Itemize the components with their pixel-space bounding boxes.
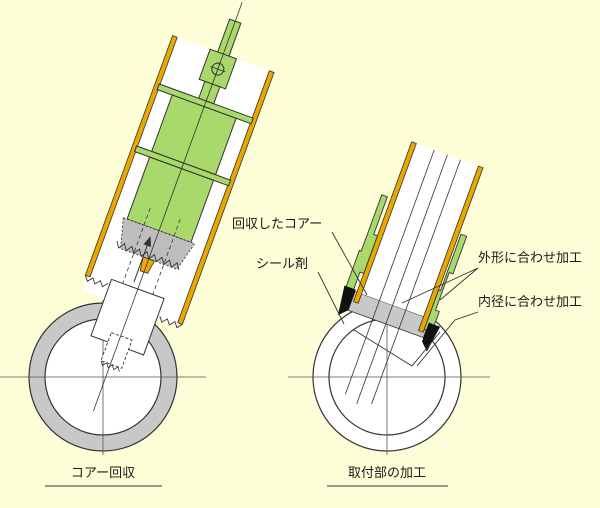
left-caption: コアー回収 xyxy=(71,466,135,481)
label-outer-fit: 外形に合わせ加工 xyxy=(478,251,582,266)
leader-outer-fit-b xyxy=(439,267,479,301)
right-fit-angle-lines xyxy=(353,329,441,367)
right-branch-pipe xyxy=(337,141,484,405)
leader-sealant xyxy=(317,271,345,325)
right-diagram: 回収したコアー シール剤 外形に合わせ加工 内径に合わせ加工 取付部の加工 xyxy=(232,141,582,487)
left-tool-assembly xyxy=(83,2,275,412)
left-casing-stripe-right xyxy=(177,70,275,325)
left-casing-stripe-left xyxy=(84,35,178,278)
left-core-stub xyxy=(100,331,133,369)
label-sealant: シール剤 xyxy=(256,256,308,272)
left-casing-teeth-left xyxy=(84,275,109,288)
label-core-recovered: 回収したコアー xyxy=(232,217,322,232)
right-caption: 取付部の加工 xyxy=(348,466,426,481)
right-casing-stripe-left xyxy=(352,141,417,304)
leader-core-recovered xyxy=(331,231,368,296)
left-tool-centerline xyxy=(92,2,243,412)
leader-inner-fit xyxy=(416,311,479,367)
right-centerline xyxy=(356,154,448,404)
left-holesaw-teeth xyxy=(116,240,180,270)
right-sealant-left xyxy=(337,285,356,316)
left-core-stub-teeth xyxy=(100,360,120,372)
right-core-piece-right xyxy=(423,233,468,333)
right-casing-stripe-right xyxy=(418,165,484,333)
right-inner-line-right xyxy=(371,159,461,405)
left-retrieve-arrow xyxy=(133,239,150,283)
right-inner-line-left xyxy=(344,149,435,395)
right-core-piece-left xyxy=(343,194,388,297)
left-casing-teeth-right xyxy=(159,316,183,329)
label-inner-fit: 内径に合わせ加工 xyxy=(478,294,582,310)
right-sealant-right xyxy=(422,322,441,352)
left-diagram: コアー回収 xyxy=(0,2,275,487)
left-holesaw-cup xyxy=(120,217,196,270)
left-pilot-drill xyxy=(139,256,155,274)
leader-outer-fit-a xyxy=(401,267,479,304)
